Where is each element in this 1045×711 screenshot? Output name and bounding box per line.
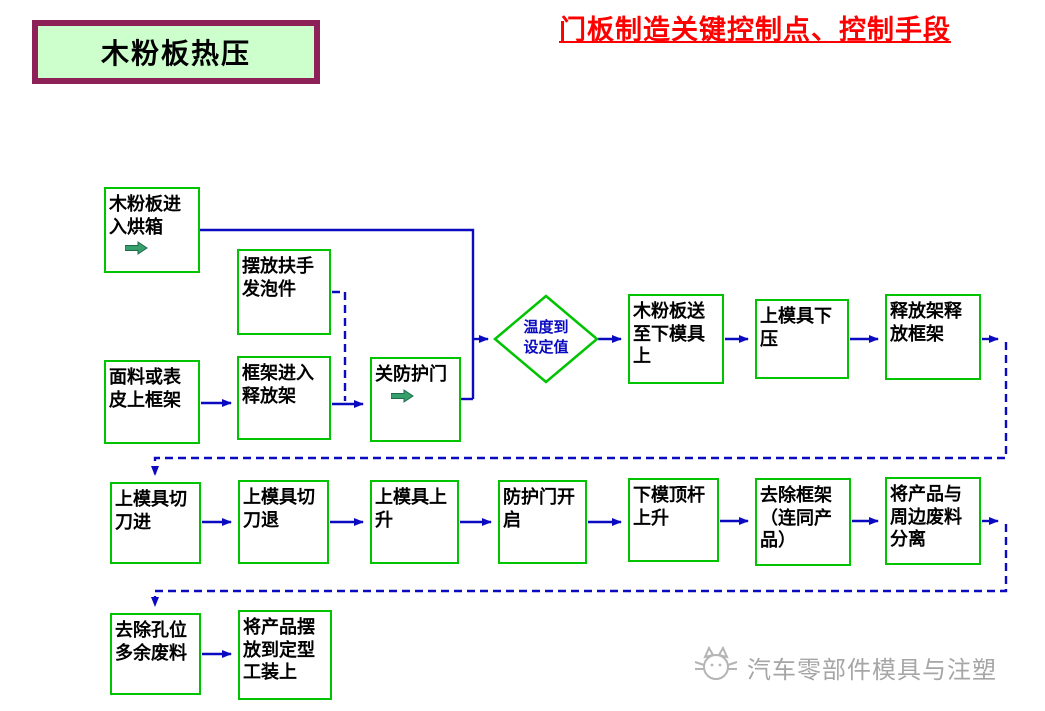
flow-node-label: 上模具切刀退 <box>243 487 315 530</box>
flow-node: 关防护门 <box>370 357 461 442</box>
flow-node: 上模具切刀退 <box>238 480 329 564</box>
slide-title: 门板制造关键控制点、控制手段 <box>559 15 951 45</box>
flow-node: 将产品与周边废料分离 <box>885 477 981 565</box>
flow-node-label: 框架进入释放架 <box>242 363 314 406</box>
flow-node-label: 上模具上升 <box>375 487 447 530</box>
decision-diamond <box>493 294 599 384</box>
flow-node-label: 木粉板进入烘箱 <box>109 194 181 237</box>
decision-line1: 温度到 <box>523 319 569 336</box>
decision-diamond-label: 温度到 设定值 <box>500 318 592 359</box>
flow-node-label: 面料或表皮上框架 <box>109 367 181 410</box>
watermark: 汽车零部件模具与注塑 <box>693 642 997 692</box>
flow-node-label: 防护门开启 <box>503 487 575 530</box>
flow-node-label: 释放架释放框架 <box>890 301 962 344</box>
flow-node: 木粉板进入烘箱 <box>104 187 200 273</box>
flow-node: 释放架释放框架 <box>885 294 981 380</box>
flow-node-label: 木粉板送至下模具上 <box>633 301 705 366</box>
arrow-right-icon <box>124 241 195 255</box>
flow-node: 木粉板送至下模具上 <box>628 294 724 384</box>
flow-node: 面料或表皮上框架 <box>104 360 200 444</box>
flow-node-label: 将产品与周边废料分离 <box>890 484 962 549</box>
arrow-right-icon <box>390 388 456 403</box>
watermark-text: 汽车零部件模具与注塑 <box>747 656 997 684</box>
flow-node-label: 去除框架（连同产品） <box>760 485 832 550</box>
process-banner-label: 木粉板热压 <box>100 38 251 69</box>
flow-node: 将产品摆放到定型工装上 <box>238 610 332 700</box>
flow-node: 上模具下压 <box>755 299 849 379</box>
flow-node: 框架进入释放架 <box>237 356 331 440</box>
flow-node: 摆放扶手发泡件 <box>237 249 331 335</box>
flow-node-label: 下模顶杆上升 <box>633 485 705 528</box>
flow-node-label: 上模具下压 <box>760 306 832 349</box>
flow-node-label: 关防护门 <box>375 364 447 384</box>
process-banner: 木粉板热压 <box>32 20 320 84</box>
flow-node: 上模具切刀进 <box>110 482 201 564</box>
flow-node: 防护门开启 <box>498 480 587 564</box>
decision-line2: 设定值 <box>523 339 569 357</box>
flow-node: 去除孔位多余废料 <box>110 613 201 695</box>
flow-node: 下模顶杆上升 <box>628 478 719 562</box>
flow-node: 上模具上升 <box>370 480 459 564</box>
flow-node-label: 上模具切刀进 <box>115 489 187 532</box>
cat-logo-icon <box>693 645 739 688</box>
flow-node-label: 将产品摆放到定型工装上 <box>243 617 315 682</box>
flow-node: 去除框架（连同产品） <box>755 478 851 566</box>
flow-node-label: 摆放扶手发泡件 <box>242 256 314 299</box>
flow-node-label: 去除孔位多余废料 <box>115 620 187 663</box>
